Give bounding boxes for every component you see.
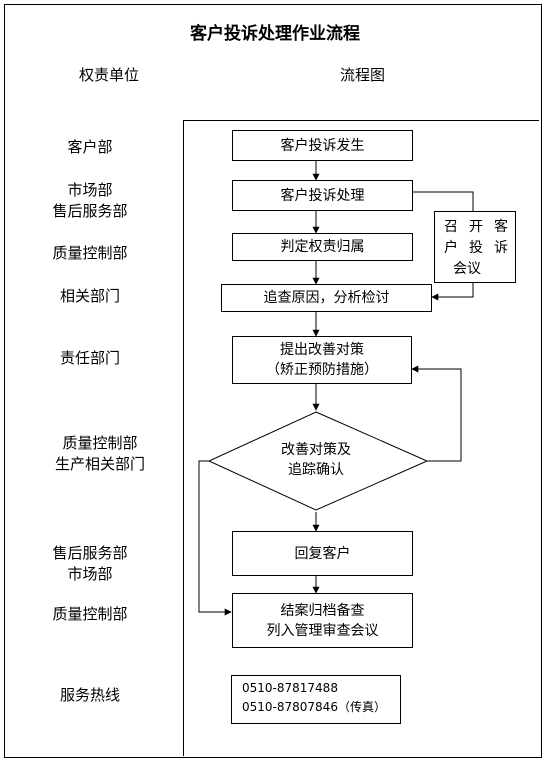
hotline-fax: 0510-87807846（传真） xyxy=(242,700,386,714)
page-frame xyxy=(4,4,542,758)
dept-label: 相关部门 xyxy=(59,287,120,305)
step-investigate-cause: 追查原因，分析检讨 xyxy=(221,284,432,312)
hotline-phone: 0510-87817488 xyxy=(242,681,338,695)
dept-column-header: 权责单位 xyxy=(79,66,140,84)
dept-label: 质量控制部 xyxy=(52,244,128,262)
step-complaint-meeting: 召 开 客 户 投 诉 会议 xyxy=(434,211,516,283)
dept-label: 服务热线 xyxy=(59,686,120,704)
page-title: 客户投诉处理作业流程 xyxy=(190,24,360,44)
dept-label: 质量控制部 xyxy=(52,605,128,623)
hotline-box: 0510-87817488 0510-87807846（传真） xyxy=(231,675,401,724)
step-determine-responsibility: 判定权责归属 xyxy=(232,233,413,261)
decision-improvement-confirm: 改善对策及追踪确认 xyxy=(281,442,351,478)
flow-column-header: 流程图 xyxy=(340,66,386,84)
step-reply-customer: 回复客户 xyxy=(232,531,413,576)
step-complaint-handling: 客户投诉处理 xyxy=(232,180,413,211)
dept-label: 售后服务部市场部 xyxy=(52,544,128,583)
step-close-archive: 结案归档备查列入管理审查会议 xyxy=(232,593,413,648)
dept-label: 质量控制部生产相关部门 xyxy=(54,434,145,473)
flowchart-area xyxy=(183,120,539,756)
dept-label: 市场部售后服务部 xyxy=(52,181,128,220)
step-propose-improvement: 提出改善对策（矫正预防措施） xyxy=(232,336,412,384)
dept-label: 责任部门 xyxy=(59,349,120,367)
step-complaint-occurs: 客户投诉发生 xyxy=(232,130,413,161)
dept-label: 客户部 xyxy=(67,138,113,156)
